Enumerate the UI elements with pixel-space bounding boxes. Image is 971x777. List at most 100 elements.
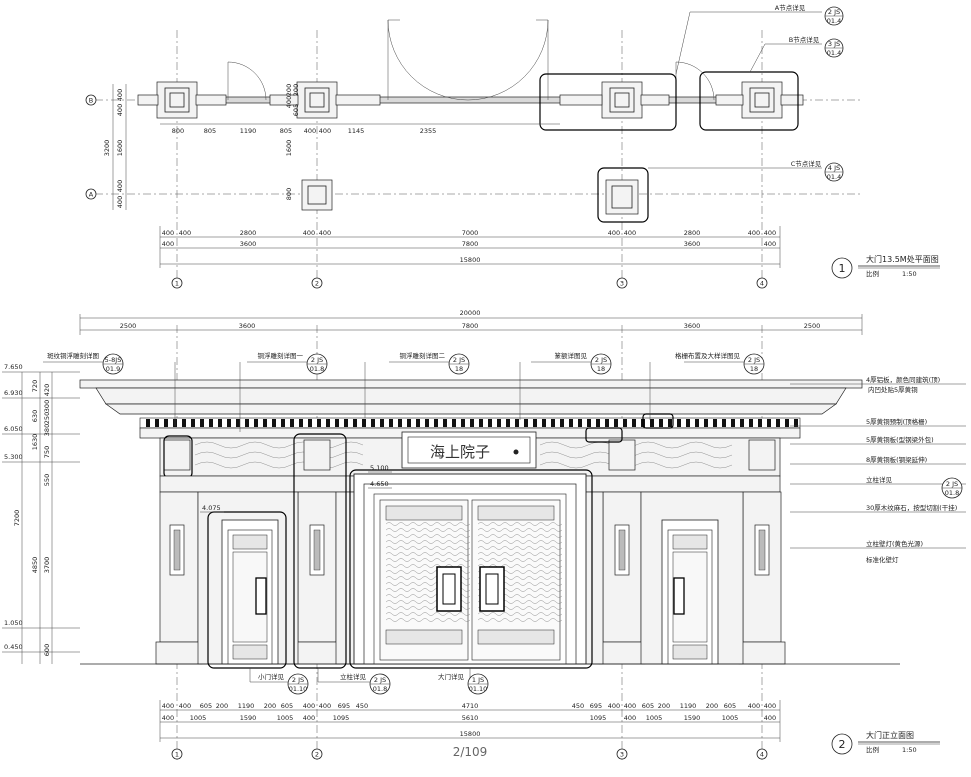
bracket-tooth (344, 419, 348, 427)
dim-label: 400 (624, 702, 636, 710)
svg-text:4.650: 4.650 (370, 480, 389, 488)
svg-text:605: 605 (292, 104, 300, 116)
dim-label: 400 (764, 714, 776, 722)
svg-text:2: 2 (315, 280, 319, 288)
dim-label: 400 (608, 702, 620, 710)
dim-label: 605 (281, 702, 293, 710)
plan-view: B A (85, 3, 940, 289)
bracket-tooth (506, 419, 510, 427)
elev-level-markers: 7.650 6.930 6.050 5.300 1.050 0.450 720 … (2, 363, 80, 664)
gate-wave-line (477, 528, 563, 532)
dim-label: 450 (356, 702, 368, 710)
dim-label: 605 (642, 702, 654, 710)
svg-text:7800: 7800 (462, 322, 479, 330)
bracket-tooth (461, 419, 465, 427)
pier-callout-box (293, 433, 347, 669)
bracket-tooth (776, 419, 780, 427)
dim-label: 400 (303, 702, 315, 710)
elev-small-door-right (661, 519, 719, 665)
svg-text:7000: 7000 (462, 229, 479, 237)
bracket-tooth (542, 419, 546, 427)
bracket-tooth (722, 419, 726, 427)
bracket-tooth (785, 419, 789, 427)
elev-signboard: 海上院子 (401, 431, 537, 469)
right-note: 5厚黄铜预制(顶格栅) (866, 417, 927, 426)
svg-text:630: 630 (31, 410, 39, 422)
dim-label: 400 (764, 702, 776, 710)
door-handle-icon (255, 577, 267, 615)
right-note: 立柱详见 (866, 475, 893, 484)
svg-text:1.050: 1.050 (4, 619, 23, 627)
top-ref-bottom: 01.9 (106, 365, 120, 373)
dim-label: 400 (162, 702, 174, 710)
bracket-tooth (371, 419, 375, 427)
bracket-tooth (767, 419, 771, 427)
gate-wave-line (477, 612, 563, 616)
top-ref-bottom: 01.8 (310, 365, 324, 373)
svg-text:01.4: 01.4 (827, 17, 841, 25)
bottom-ref-label: 立柱详见 (340, 672, 367, 681)
svg-text:6.050: 6.050 (4, 425, 23, 433)
bracket-tooth (290, 419, 294, 427)
dim-label: 200 (658, 702, 670, 710)
svg-text:400: 400 (162, 229, 174, 237)
svg-text:400: 400 (303, 229, 315, 237)
small-door-callout-box (207, 511, 287, 669)
plan-wall-band (139, 96, 781, 104)
plan-column-1 (137, 81, 227, 119)
plan-detail-ref-c: C节点详见 4 JS 01.4 (648, 159, 844, 182)
bracket-tooth (443, 419, 447, 427)
dim-label: 400 (748, 702, 760, 710)
svg-text:3: 3 (620, 751, 624, 759)
svg-text:805: 805 (204, 127, 216, 135)
svg-text:3600: 3600 (684, 240, 701, 248)
plan-column-2 (269, 81, 381, 119)
gate-wave-line (477, 540, 563, 544)
svg-text:1600: 1600 (116, 140, 124, 157)
svg-text:400: 400 (319, 229, 331, 237)
plan-grid-columns: 1 2 3 4 (171, 277, 768, 289)
gate-wave-line (477, 618, 563, 622)
gate-wave-line (385, 618, 471, 622)
top-ref-label: 格栅布置及大样详图见 (675, 351, 741, 360)
svg-text:400: 400 (162, 240, 174, 248)
svg-text:800: 800 (172, 127, 184, 135)
dim-label: 400 (624, 714, 636, 722)
bracket-tooth (731, 419, 735, 427)
bracket-tooth (569, 419, 573, 427)
svg-text:15800: 15800 (460, 730, 481, 738)
gate-wave-line (385, 540, 471, 544)
top-ref-top: 5-8JS (105, 356, 122, 364)
plan-bottom-dimensions: 400 400 2800 400 400 7000 400 400 2800 4… (159, 226, 781, 268)
gate-wave-line (385, 534, 471, 538)
svg-text:3600: 3600 (240, 240, 257, 248)
bracket-tooth (515, 419, 519, 427)
elev-title: 大门正立面图 (866, 730, 914, 740)
svg-text:2800: 2800 (684, 229, 701, 237)
gate-wave-line (477, 558, 563, 562)
bottom-ref-bottom: 01.8 (373, 685, 387, 693)
svg-text:550: 550 (43, 474, 51, 486)
bracket-tooth (335, 419, 339, 427)
plan-column-a3 (605, 179, 639, 215)
bracket-tooth (398, 419, 402, 427)
elev-top-dimensions: 20000 2500 3600 7800 3600 2500 (79, 309, 863, 335)
svg-text:1:50: 1:50 (902, 746, 917, 754)
gate-wave-line (477, 534, 563, 538)
svg-text:250: 250 (43, 412, 51, 424)
svg-text:380: 380 (43, 424, 51, 436)
dim-label: 1590 (684, 714, 701, 722)
top-ref-top: 2 JS (311, 356, 323, 364)
bracket-tooth (362, 419, 366, 427)
elev-index: 2 (839, 738, 846, 751)
dim-label: 1190 (680, 702, 697, 710)
bracket-tooth (560, 419, 564, 427)
right-ref-top: 2 JS (946, 480, 958, 488)
bracket-tooth (749, 419, 753, 427)
elev-piers (155, 491, 786, 665)
bracket-tooth (614, 419, 618, 427)
elev-grid-columns: 1 2 3 4 (171, 748, 768, 760)
svg-text:6.930: 6.930 (4, 389, 23, 397)
svg-text:300: 300 (43, 400, 51, 412)
dim-label: 695 (590, 702, 602, 710)
